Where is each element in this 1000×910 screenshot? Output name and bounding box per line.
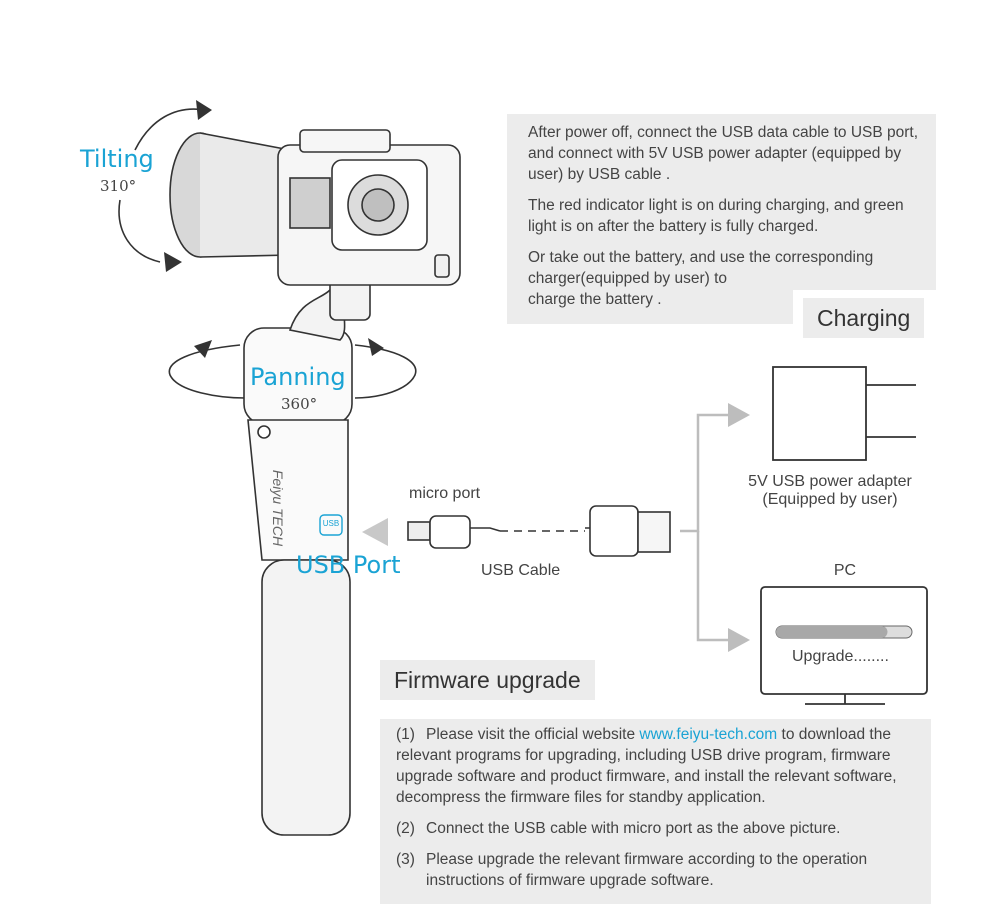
firmware-step-1-post: to download the relevant programs for up… [396,726,897,806]
charging-para-3: Or take out the battery, and use the cor… [528,247,936,310]
adapter-caption: 5V USB power adapter (Equipped by user) [730,473,930,509]
brand-logo: Feiyu TECH [270,469,287,547]
action-camera [169,129,461,286]
usb-cable-label: USB Cable [481,562,561,579]
pan-rotation-arrows [168,338,417,399]
tilting-label: Tilting [80,145,154,173]
gimbal-handle [243,327,353,836]
adapter-caption-line1: 5V USB power adapter [748,473,912,490]
panning-degree: 360° [281,395,318,413]
charging-para-2: The red indicator light is on during cha… [528,197,904,235]
usb-badge-text: USB [322,519,340,528]
firmware-step-2-text: Connect the USB cable with micro port as… [426,820,841,837]
tilting-degree: 310° [100,177,137,195]
charging-notes: After power off, connect the USB data ca… [507,114,936,324]
firmware-step-1-num: (1) [396,726,415,743]
usb-port-label: USB Port [296,551,401,579]
feiyu-website-link[interactable]: www.feiyu-tech.com [639,726,778,743]
firmware-step-3-text: Please upgrade the relevant firmware acc… [426,851,868,889]
tilt-rotation-arrows [118,100,212,272]
firmware-step-1-text: Please visit the official website www.fe… [396,724,926,808]
pc-label: PC [833,562,857,579]
firmware-steps: (1) Please visit the official website ww… [396,724,926,901]
adapter-caption-line2: (Equipped by user) [762,491,898,508]
charging-para-3-line3: charge the battery . [528,291,662,308]
gimbal-arm [288,279,371,341]
firmware-step-1: (1) Please visit the official website ww… [396,724,926,808]
charging-para-3-line2: charger(equipped by user) to [528,270,728,287]
charging-heading: Charging [803,298,925,338]
panning-label: Panning [250,363,346,391]
firmware-step-3-num: (3) [396,851,415,868]
usb-cable [407,505,671,557]
charging-para-3-line1: Or take out the battery, and use the cor… [528,249,874,266]
pc-screen-text: Upgrade........ [792,648,889,665]
pc-monitor [760,586,928,705]
upgrade-progress-fill [776,626,888,638]
usb-badge-frame [319,514,343,536]
power-adapter [772,366,916,461]
firmware-step-2-num: (2) [396,820,415,837]
firmware-step-3: (3) Please upgrade the relevant firmware… [396,849,926,891]
firmware-step-1-pre: Please visit the official website [426,726,640,743]
firmware-heading: Firmware upgrade [380,660,595,700]
arrow-to-pc [728,628,750,652]
arrow-to-adapter [728,403,750,427]
firmware-notes-bg [380,719,931,904]
charging-para-1: After power off, connect the USB data ca… [528,124,919,183]
firmware-step-2: (2) Connect the USB cable with micro por… [396,818,926,839]
arrow-to-usb-port [362,518,388,546]
branch-arrows [680,413,730,642]
micro-port-label: micro port [409,485,481,502]
